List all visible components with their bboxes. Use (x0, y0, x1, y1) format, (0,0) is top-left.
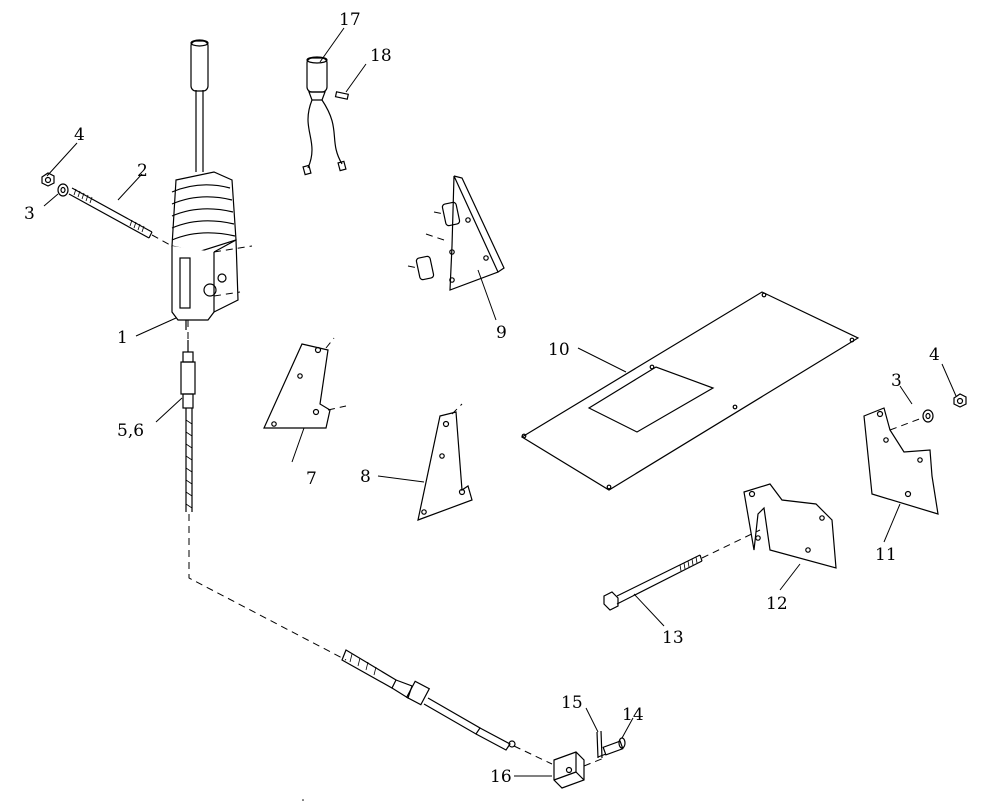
pushbutton-switch (302, 56, 347, 176)
stud-bolt (68, 187, 153, 239)
centerline-cable-clevis (513, 745, 553, 765)
callout-3-right: 3 (891, 371, 902, 391)
cable-body-hatch (349, 653, 377, 676)
set-screw (334, 91, 349, 100)
bracket-7 (263, 343, 331, 429)
centerline-bracket-11 (889, 417, 923, 431)
bracket-8 (417, 411, 473, 521)
cable-sheath-hatch (185, 419, 193, 509)
centerline-body-right (213, 245, 253, 253)
hex-bolt-thread (679, 556, 698, 572)
centerline-body-pivot (213, 291, 241, 297)
centerline-bracket-8 (451, 403, 463, 415)
callout-1: 1 (117, 328, 128, 348)
centerline-bracket-9a (433, 211, 445, 215)
bracket-12 (743, 483, 837, 569)
callout-7: 7 (306, 469, 317, 489)
cable-end-fitting (180, 340, 196, 512)
callout-14: 14 (622, 705, 644, 725)
control-cable (341, 649, 516, 751)
stray-mark (302, 799, 304, 801)
centerline-bracket-7a (325, 337, 335, 349)
callout-13: 13 (662, 628, 684, 648)
hex-nut-left (41, 172, 55, 187)
stud-bolt-thread (73, 188, 145, 233)
washer-right (922, 409, 934, 423)
callout-18: 18 (370, 46, 392, 66)
floor-plate (520, 291, 860, 491)
cable-routing-line (188, 514, 347, 661)
centerline-bolt-13 (701, 529, 761, 559)
hex-bolt (603, 554, 703, 611)
callout-11: 11 (875, 545, 897, 565)
bracket-11 (863, 407, 939, 515)
centerline-bracket-7b (327, 405, 347, 411)
callout-17: 17 (339, 10, 361, 30)
callout-5-6: 5,6 (117, 421, 144, 441)
callout-labels: 1 2 4 3 5,6 7 8 9 10 11 12 13 14 15 16 1… (24, 10, 940, 787)
centerline-bracket-9c (425, 233, 445, 241)
leader-lines (43, 27, 957, 777)
bracket-9 (415, 175, 505, 291)
hex-nut-right (953, 393, 967, 408)
callout-4-left: 4 (74, 125, 85, 145)
clevis (553, 751, 585, 789)
callout-12: 12 (766, 594, 788, 614)
centerline-stud (151, 234, 173, 247)
callout-2: 2 (137, 161, 148, 181)
callout-4-right: 4 (929, 345, 940, 365)
callout-3-left: 3 (24, 204, 35, 224)
callout-10: 10 (548, 340, 570, 360)
washer-left (57, 183, 69, 197)
callout-15: 15 (561, 693, 583, 713)
cotter-pin (596, 730, 603, 759)
joystick-control-lever (171, 39, 239, 330)
callout-9: 9 (496, 323, 507, 343)
callout-8: 8 (360, 467, 371, 487)
centerline-clevis-pin (583, 757, 605, 767)
callout-16: 16 (490, 767, 512, 787)
centerline-bracket-9b (407, 265, 419, 269)
